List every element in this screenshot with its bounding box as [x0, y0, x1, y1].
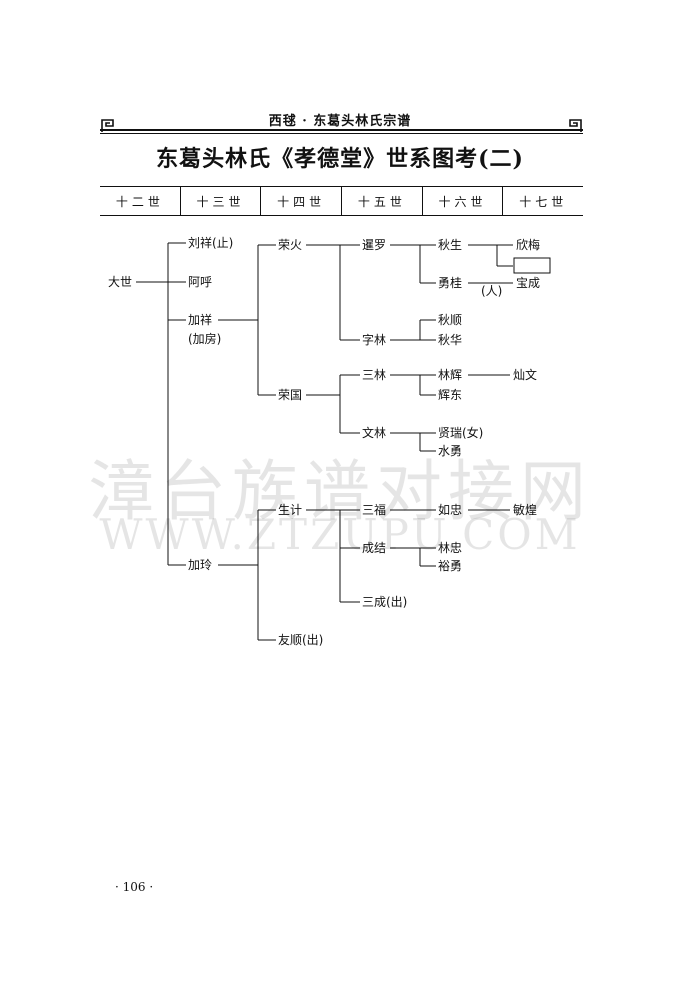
person-chengjie: 成结 [362, 541, 387, 555]
person-zilin: 字林 [362, 333, 387, 347]
fret-ornament-left-icon [101, 119, 114, 132]
person-ahu: 阿呼 [188, 275, 213, 289]
generation-divider [341, 187, 343, 215]
person-xianluo: 暹罗 [362, 238, 387, 252]
person-huidong: 辉东 [438, 388, 463, 402]
generation-16: 十六世 [438, 194, 487, 209]
person-qiusheng: 秋生 [438, 238, 463, 252]
person-ronghuo: 荣火 [278, 238, 303, 252]
generation-13: 十三世 [196, 194, 245, 209]
watermark-chinese: 漳台族谱对接网 [88, 453, 592, 530]
person-youshun: 友顺(出) [278, 633, 324, 647]
generation-divider [179, 187, 181, 215]
person-jialing: 加玲 [188, 558, 213, 572]
person-sanlin: 三林 [362, 368, 387, 382]
person-canwen: 灿文 [513, 368, 538, 382]
generation-divider [421, 187, 423, 215]
person-baocheng: 宝成 [516, 276, 541, 290]
person-dashi: 大世 [108, 275, 133, 289]
generation-14: 十四世 [277, 194, 326, 209]
person-wenlin: 文林 [362, 426, 387, 440]
header-rule-thick [100, 129, 583, 131]
document-title: 东葛头林氏《孝德堂》世系图考(二) [156, 146, 524, 172]
person-sanfu: 三福 [362, 503, 387, 517]
person-shuiyong: 水勇 [438, 444, 463, 458]
person-liuxiang: 刘祥(止) [188, 236, 234, 250]
person-sancheng: 三成(出) [362, 595, 408, 609]
person-linhui: 林辉 [438, 368, 463, 382]
person-qiushun: 秋顺 [438, 313, 463, 327]
header-rule-thin [100, 133, 583, 134]
generation-divider [502, 187, 504, 215]
person-yuyong: 裕勇 [438, 559, 463, 573]
running-header: 西毬 · 东葛头林氏宗谱 [268, 114, 412, 129]
page-number: · 106 · [115, 880, 154, 894]
generation-12: 十二世 [115, 194, 164, 209]
person-xinmei: 欣梅 [516, 238, 541, 252]
generation-15: 十五世 [357, 194, 406, 209]
person-linzhong: 林忠 [438, 541, 463, 555]
generation-bar: 十二世 十三世 十四世 十五世 十六世 十七世 [100, 186, 583, 216]
watermark-url: WWW.ZTZUPU.COM [99, 510, 581, 559]
person-qiuhua: 秋华 [438, 333, 463, 347]
person-rongguo: 荣国 [278, 388, 303, 402]
generation-divider [260, 187, 262, 215]
person-yonggui: 勇桂 [438, 276, 463, 290]
person-ruzhong: 如忠 [438, 503, 463, 517]
generation-17: 十七世 [519, 194, 568, 209]
person-jiaxiang: 加祥 [188, 313, 213, 327]
person-shengji: 生计 [278, 503, 303, 517]
person-yonggui-note: (人) [481, 284, 503, 298]
person-jiaxiang-note: (加房) [188, 332, 222, 346]
fret-ornament-right-icon [569, 119, 582, 132]
person-xianrui: 贤瑞(女) [438, 426, 484, 440]
person-minhuang: 敏煌 [513, 503, 538, 517]
